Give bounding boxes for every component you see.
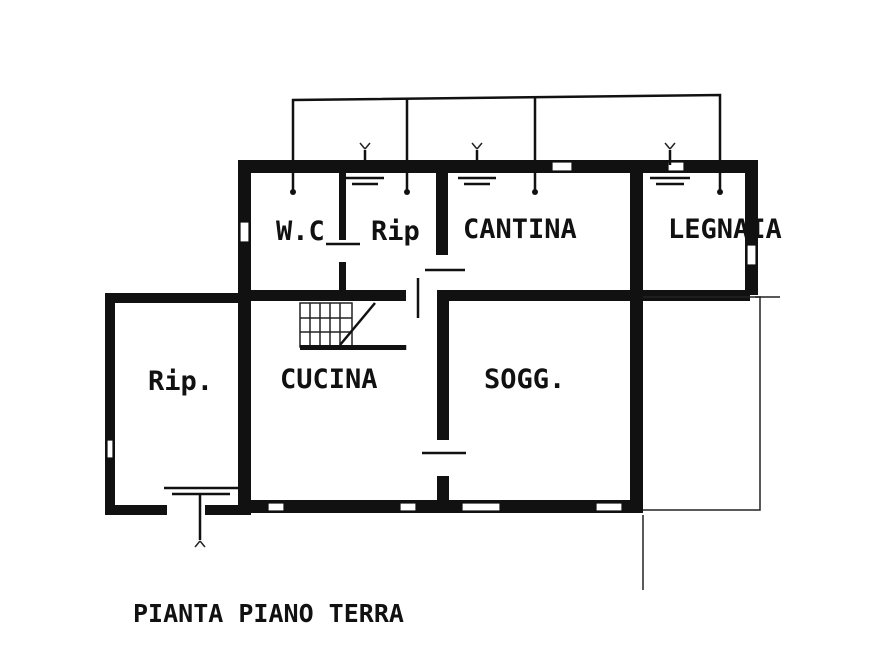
walls xyxy=(105,160,758,515)
door-marks xyxy=(326,242,780,590)
windows xyxy=(106,161,757,512)
plan-caption: PIANTA PIANO TERRA xyxy=(133,599,404,628)
room-label-cantina: CANTINA xyxy=(463,214,577,245)
light-fixtures xyxy=(164,142,690,548)
wiring xyxy=(290,93,723,195)
room-label-rip-upper: Rip xyxy=(371,216,420,247)
room-label-wc: W.C xyxy=(276,216,325,247)
room-label-cucina: CUCINA xyxy=(280,364,378,395)
room-label-rip-left: Rip. xyxy=(148,366,213,397)
staircase xyxy=(299,302,405,350)
room-label-legnaia: LEGNAIA xyxy=(668,214,782,245)
room-label-soggiorno: SOGG. xyxy=(484,364,565,395)
